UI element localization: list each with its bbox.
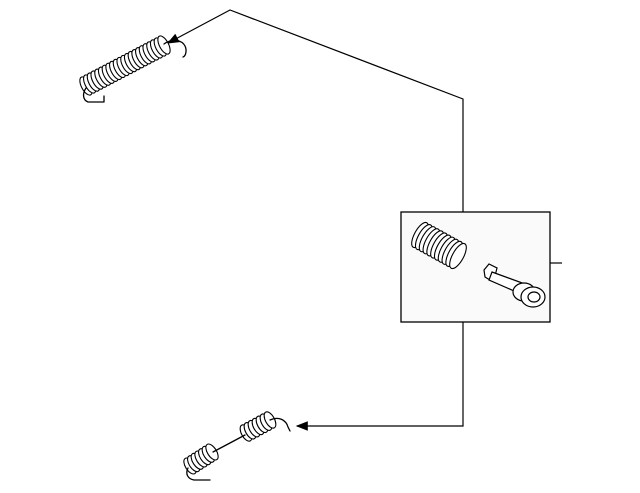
lower-double-spring-icon[interactable] [181, 410, 291, 481]
leader-line-lower [295, 322, 464, 431]
upper-spring-hook-left [82, 87, 105, 103]
upper-spring-hook-right [163, 39, 187, 58]
lower-spring-coil-left [183, 443, 219, 475]
coil-turn [449, 242, 467, 270]
lower-spring-coil-right [239, 411, 277, 442]
kit-spring-coil [411, 221, 467, 270]
lower-spring-hook-left [186, 467, 211, 481]
lower-spring-link [212, 434, 246, 453]
coil-turn [157, 35, 171, 55]
upper-spring-coil [79, 35, 171, 96]
upper-return-spring-icon[interactable] [77, 34, 187, 103]
coil-turn [205, 443, 219, 461]
lower-spring-hook-right [269, 417, 291, 432]
hardware-kit-spring-icon[interactable] [408, 220, 469, 271]
leader-lines [166, 9, 562, 431]
pin-cup-hole [527, 291, 541, 303]
hold-down-pin-icon[interactable] [483, 263, 546, 308]
leader-line-upper [166, 9, 464, 212]
